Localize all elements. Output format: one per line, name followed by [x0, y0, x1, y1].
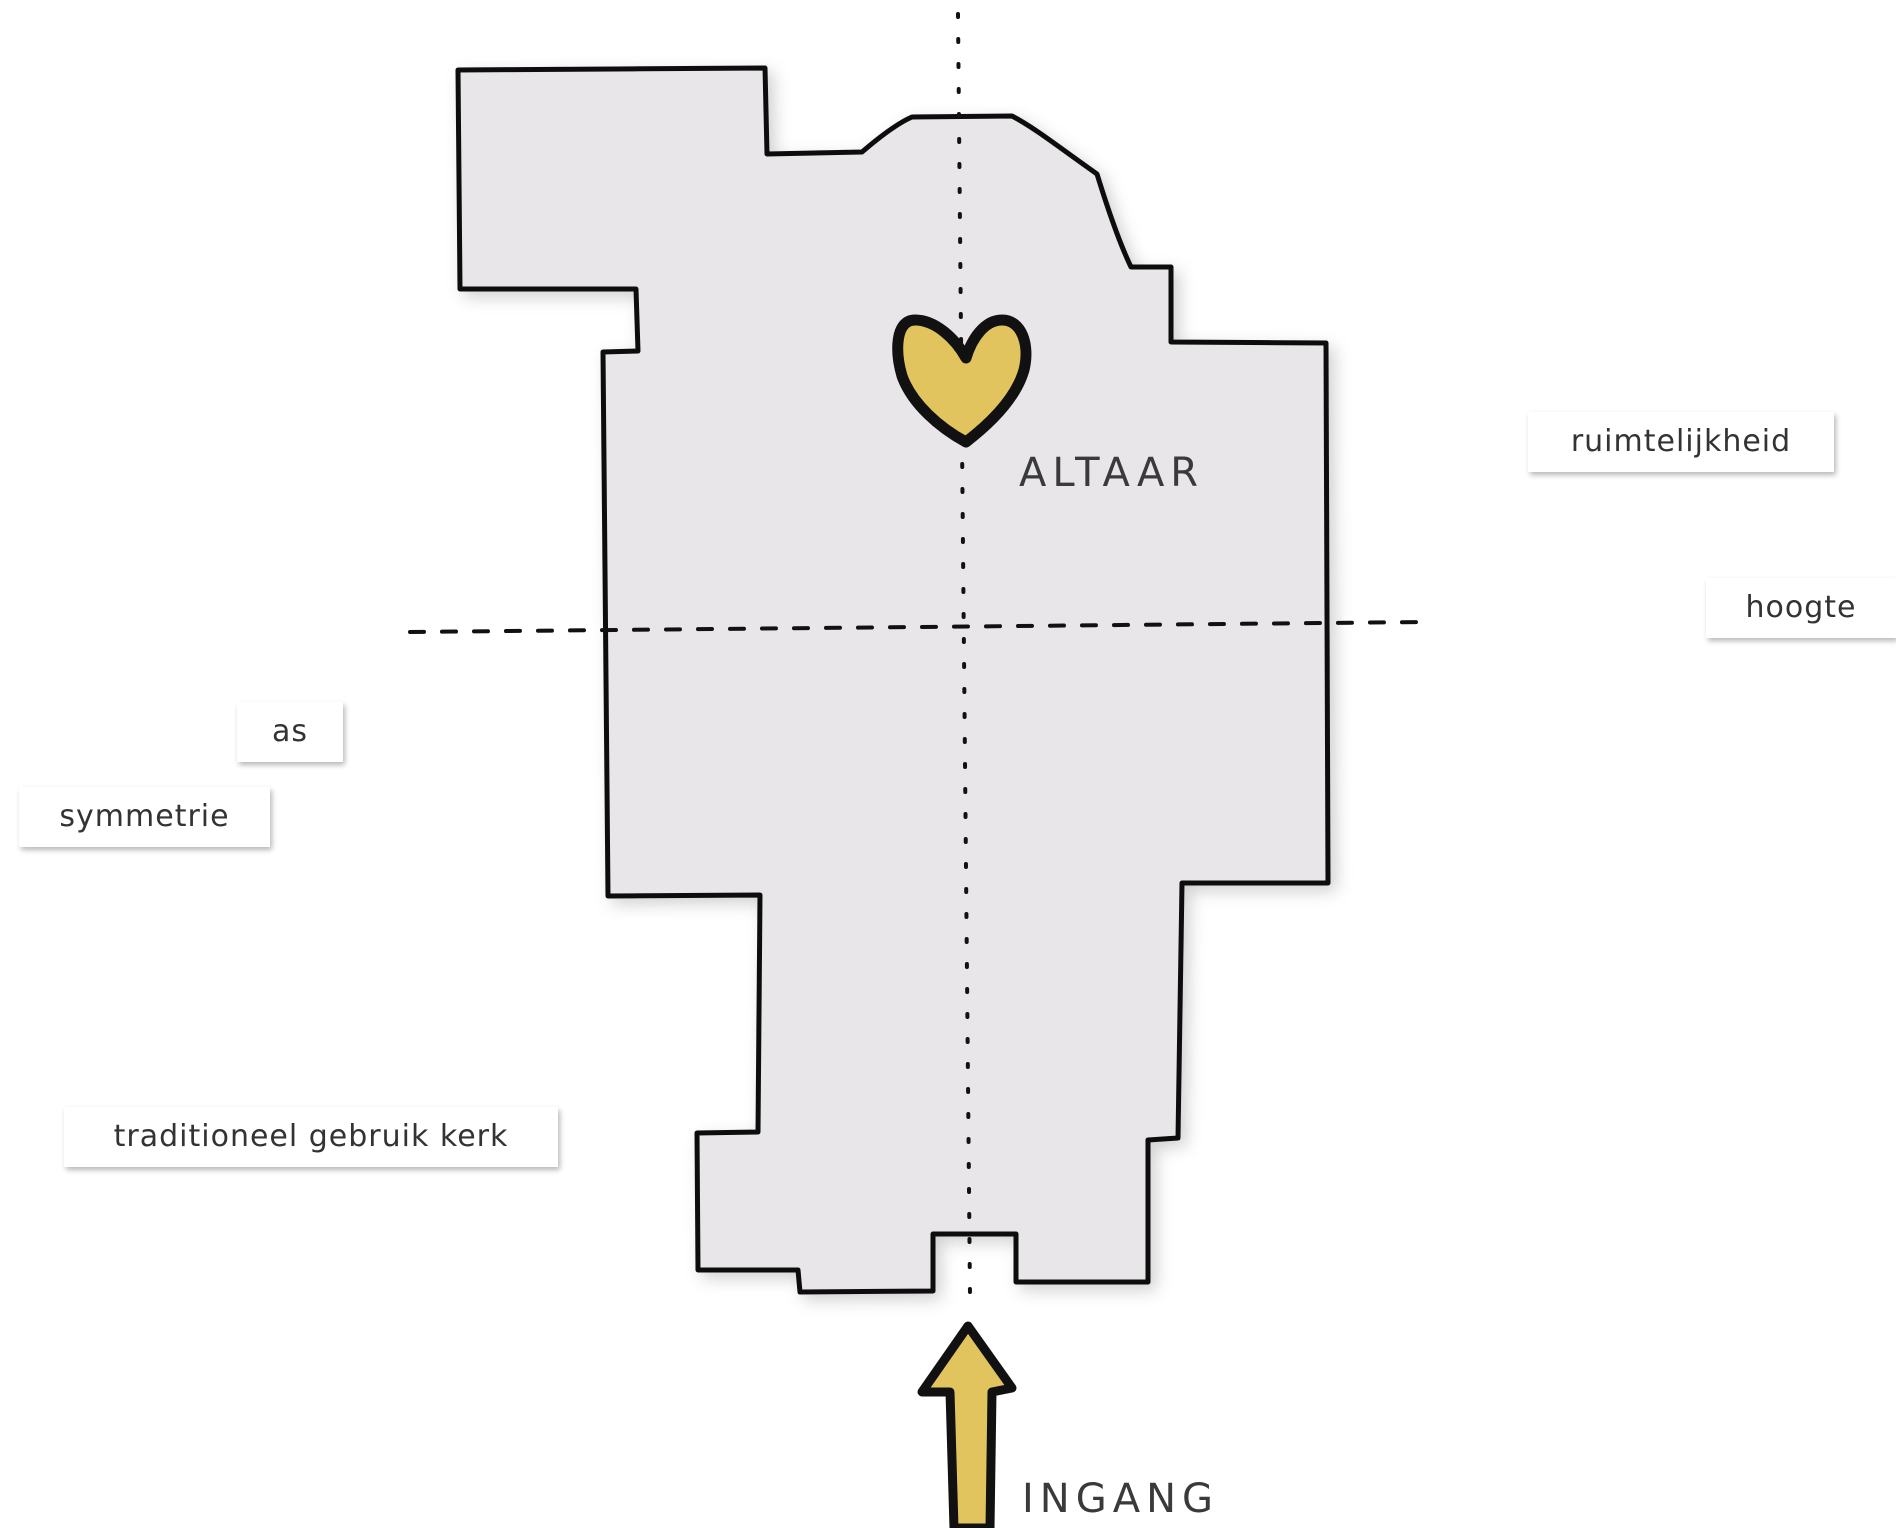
tag-axis: as [237, 702, 343, 762]
tag-spaciousness: ruimtelijkheid [1528, 412, 1834, 472]
floor-plan-outline [455, 65, 1331, 1295]
tag-symmetry: symmetrie [19, 787, 270, 847]
altar-label: ALTAAR [1019, 450, 1205, 496]
entrance-label: INGANG [1022, 1476, 1219, 1522]
axis-line-horizontal [408, 620, 1427, 634]
heart-icon [892, 314, 1032, 448]
tag-height: hoogte [1706, 578, 1896, 638]
tag-traditional-use: traditioneel gebruik kerk [64, 1107, 558, 1167]
arrow-up-icon [917, 1321, 1017, 1528]
